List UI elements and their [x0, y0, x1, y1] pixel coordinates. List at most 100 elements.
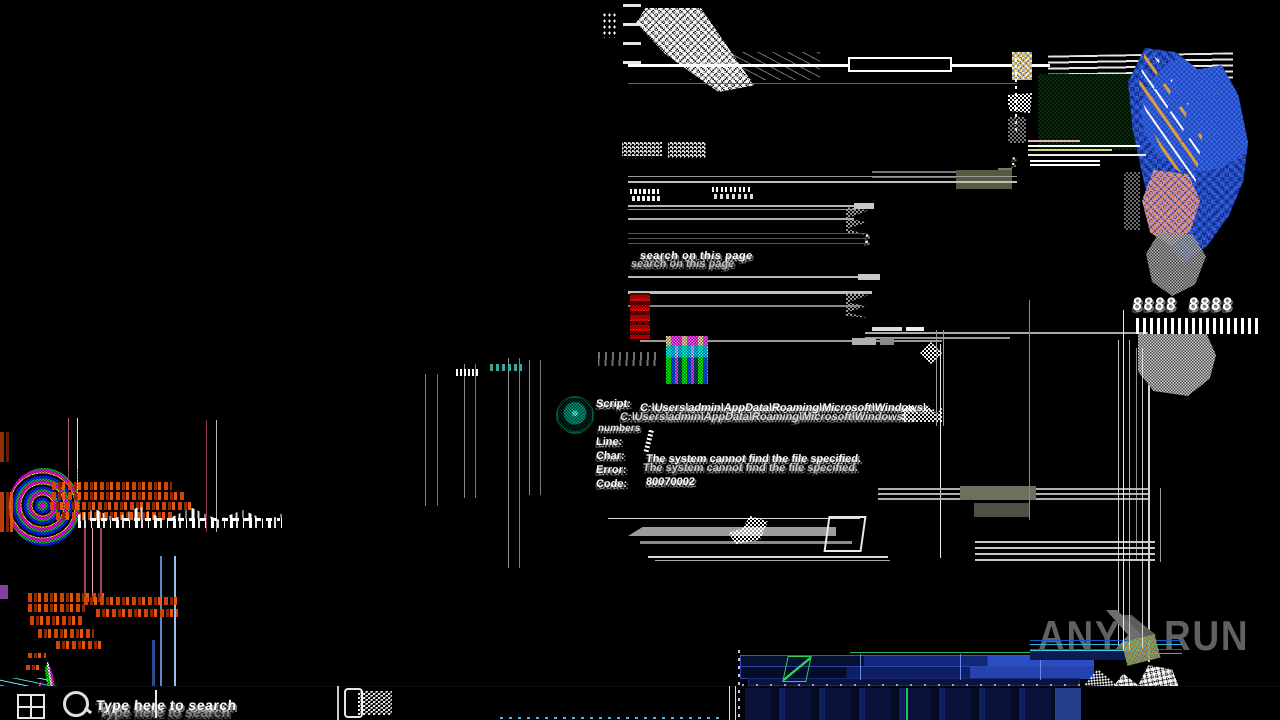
dialog-code-value: 80070002	[645, 476, 696, 488]
orange-speck-1	[28, 653, 46, 658]
taskbar-noise-patch	[358, 691, 392, 715]
mid-white-dash-2	[906, 327, 924, 331]
orange-label-row-1	[28, 593, 104, 602]
desktop-icon-bin-label	[668, 142, 706, 158]
colon-glyph-top: :	[1010, 152, 1017, 169]
taskbar-dotted-vline	[738, 650, 740, 720]
comb-strip-noise	[1136, 318, 1260, 334]
orange-label-row-2	[84, 597, 180, 605]
orange-label-row-5	[30, 616, 84, 625]
glitch-word-right-b	[714, 194, 756, 199]
grey-vline-1030	[1029, 300, 1030, 520]
mid-white-dash-1	[872, 327, 902, 331]
vpair-b	[464, 364, 476, 498]
dialog-line-label: Line:	[595, 436, 623, 448]
search-icon[interactable]	[63, 691, 89, 717]
taskbar-separator-1	[155, 690, 157, 718]
hairline-v1	[1118, 340, 1119, 650]
dialog-top-scribble	[598, 352, 660, 366]
row-line-4	[628, 276, 868, 278]
row-line-6	[628, 305, 860, 307]
mid-hline-1	[865, 332, 1148, 334]
left-edge-orange	[0, 492, 14, 532]
olive-block-right-2	[974, 503, 1030, 517]
taskbar-green-vline	[906, 688, 908, 720]
taskbar-separator-2	[337, 686, 339, 720]
taskbar-separator-3	[729, 686, 736, 720]
olive-block-right-1	[960, 486, 1036, 500]
chevron-dither-icon	[1008, 117, 1026, 143]
vpair-a	[425, 374, 438, 506]
band-notch-3	[1040, 654, 1041, 680]
start-button[interactable]	[17, 694, 45, 719]
dialog-error-text-echo: The system cannot find the file specifie…	[642, 462, 859, 474]
glitch-word-left-a	[630, 189, 660, 194]
orange-label-row-7	[56, 641, 102, 649]
left-edge-orange-2	[0, 432, 10, 462]
dark-green-noise	[1038, 74, 1142, 150]
vpair-d	[529, 360, 541, 495]
orange-text-row-1	[52, 482, 172, 490]
dialog-bottom-hline-2	[648, 556, 888, 558]
dialog-code-label: Code:	[595, 478, 628, 490]
vpair-blue	[160, 556, 176, 686]
grey-noise-patch	[1146, 232, 1206, 296]
ghost-rect-notch	[848, 57, 952, 72]
dialog-titlebar-block-1	[852, 338, 876, 345]
window-top-edge-1	[628, 176, 1017, 177]
dialog-error-label: Error:	[595, 464, 628, 476]
ghost-search-text-echo: search on this page	[630, 258, 735, 270]
glitched-desktop-icon-bin[interactable]	[666, 336, 708, 384]
frame-vline-1160	[1160, 488, 1161, 562]
dialog-script-label: Script:	[595, 398, 632, 410]
taskbar-light-column	[1055, 688, 1081, 720]
dialog-titlebar-line	[640, 340, 942, 342]
orange-label-row-4	[96, 609, 178, 617]
dialog-char-label: Char:	[595, 450, 626, 462]
ghost-hline-sub	[628, 83, 1017, 84]
ghost-button-bar	[628, 527, 836, 536]
row-line-1	[628, 205, 856, 207]
pink-glitch-line-1	[1028, 140, 1080, 142]
glitch-word-left-b	[632, 196, 660, 201]
dialog-right-edge	[940, 344, 941, 558]
olive-block-top	[956, 170, 1012, 189]
band-notch-2	[960, 654, 961, 680]
row-line-2	[628, 209, 856, 210]
logo-blue-band	[1030, 650, 1142, 660]
dialog-titlebar-block-2	[880, 338, 894, 345]
hairline-v3	[1129, 340, 1130, 650]
dialog-bottom-hline-1	[608, 518, 860, 519]
pink-glitch-line-3	[1028, 149, 1112, 151]
faint-row-lines	[628, 233, 866, 247]
mid-hline-2	[865, 337, 1010, 339]
taskbar-search-text-echo: Type here to search	[98, 704, 231, 720]
glitched-desktop-icon-red[interactable]	[630, 293, 650, 339]
dialog-path-fragment: numbers	[597, 423, 641, 434]
orange-text-row-4	[56, 512, 174, 520]
psychedelic-disc-icon[interactable]	[8, 468, 80, 546]
row-line-3	[628, 218, 854, 220]
orange-label-row-3	[28, 604, 86, 612]
row-line-4-cap	[858, 274, 880, 280]
dialog-script-path-echo: C:\Users\admin\AppData\Roaming\Microsoft…	[618, 411, 917, 423]
tiny-glitch-text	[456, 369, 478, 376]
white-dash-line	[90, 518, 280, 521]
orange-label-row-6	[38, 629, 94, 638]
hairline-v4	[1136, 348, 1137, 560]
dot-grid-noise	[602, 12, 618, 38]
ghost-button-bar-2	[640, 541, 852, 544]
ghost-hline-main2	[950, 64, 1050, 67]
ribbon-glyph	[1008, 93, 1032, 113]
maroon-cluster	[84, 528, 106, 604]
orange-text-row-2	[52, 492, 184, 500]
ok-button-ghost[interactable]	[823, 516, 867, 552]
row-line-1-cap	[854, 203, 874, 209]
vpair-left-b	[206, 420, 217, 532]
vpair-left-a	[68, 418, 78, 508]
taskbar-navy-bands	[745, 688, 1055, 720]
dialog-bottom-hline-3	[655, 560, 890, 561]
corner-mini-glyph	[1012, 52, 1032, 80]
window-top-edge-2	[628, 181, 1017, 183]
